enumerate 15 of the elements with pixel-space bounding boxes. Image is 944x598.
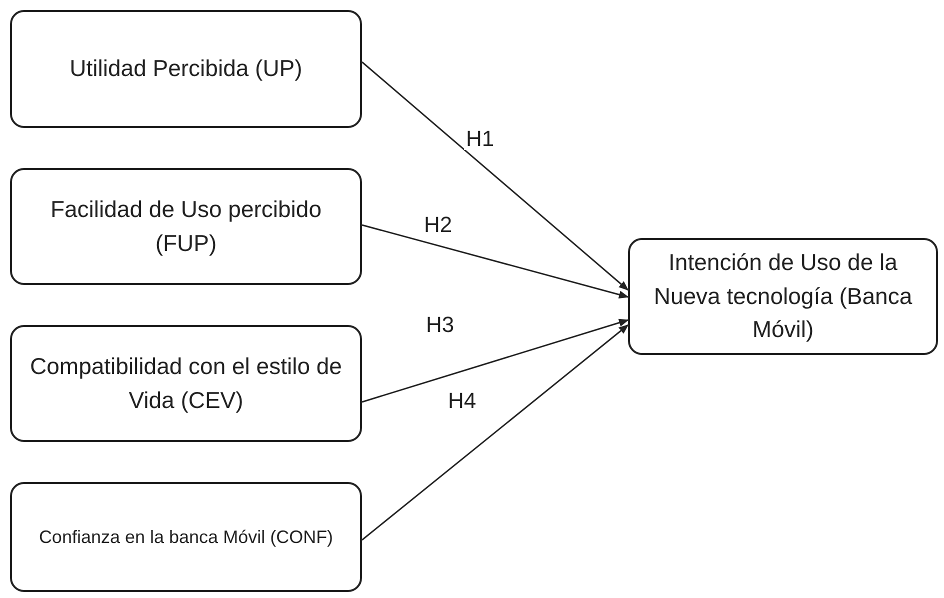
concept-box [628,238,938,355]
concept-label: Confianza en la banca Móvil (CONF) [38,526,334,549]
arrow [362,61,629,291]
concept-label: Compatibilidad con el estilo de Vida (CEV) [29,352,343,415]
concept-box [10,168,362,285]
concept-label: Utilidad Percibida (UP) [70,54,302,84]
arrow [362,224,629,298]
arrow [362,324,629,541]
concept-label: Facilidad de Uso percibido (FUP) [49,195,323,258]
concept-box [10,10,362,128]
arrow [362,318,629,403]
concept-box [10,325,362,442]
concept-box [10,482,362,592]
concept-label: Intención de Uso de la Nueva tecnología (Banca Móvil) [652,248,914,344]
edge-label: H1 [464,128,496,150]
